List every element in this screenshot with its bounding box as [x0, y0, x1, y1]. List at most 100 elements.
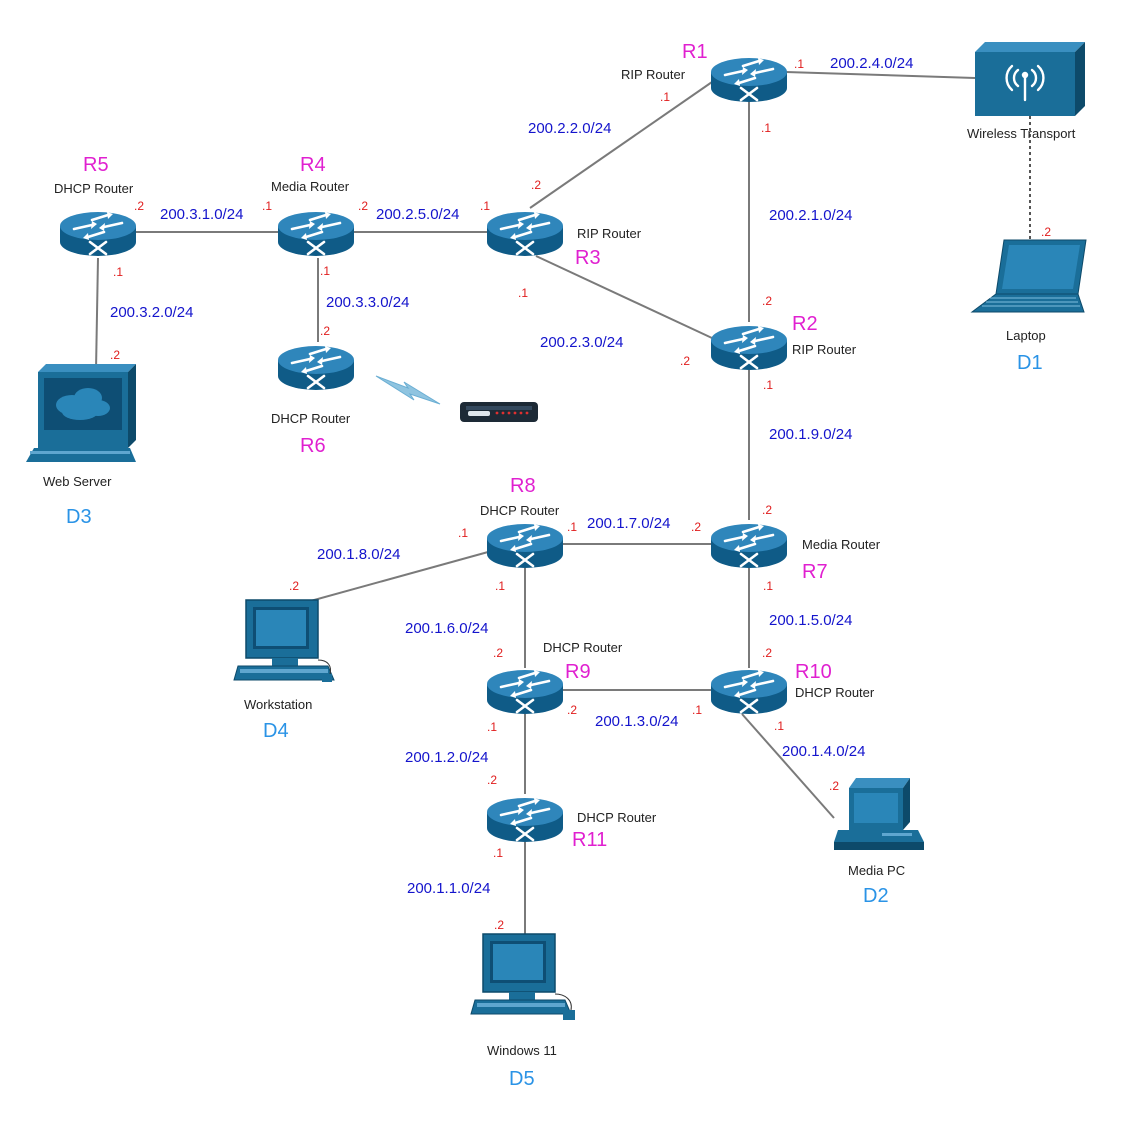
interface-label: .2 — [320, 324, 330, 338]
router-r7-role: Media Router — [802, 537, 881, 552]
device-d4-label: Workstation — [244, 697, 312, 712]
router-icon — [709, 324, 789, 372]
router-r11-name: R11 — [572, 829, 607, 851]
router-r2[interactable] — [709, 324, 789, 372]
device-d2-label: Media PC — [848, 863, 905, 878]
interface-label: .1 — [763, 579, 773, 593]
router-icon — [58, 210, 138, 258]
modem-icon[interactable] — [460, 402, 538, 422]
interface-label: .1 — [493, 846, 503, 860]
router-r4-name: R4 — [300, 154, 326, 176]
interface-label: .2 — [487, 773, 497, 787]
interface-label: .2 — [110, 348, 120, 362]
router-r6-role: DHCP Router — [271, 411, 351, 426]
router-icon — [485, 668, 565, 716]
interface-label: .2 — [567, 703, 577, 717]
router-icon — [485, 210, 565, 258]
network-label: 200.1.1.0/24 — [407, 880, 490, 897]
router-r9-name: R9 — [565, 661, 591, 683]
router-r3-role: RIP Router — [577, 226, 642, 241]
router-r7-name: R7 — [802, 561, 828, 583]
device-d5-windows-11[interactable] — [470, 933, 575, 1020]
router-r10-role: DHCP Router — [795, 685, 875, 700]
network-label: 200.1.2.0/24 — [405, 749, 488, 766]
device-d3-label: Web Server — [43, 474, 112, 489]
network-label: 200.2.1.0/24 — [769, 207, 852, 224]
link-r5-d3 — [95, 257, 99, 371]
network-label: 200.1.6.0/24 — [405, 620, 488, 637]
device-d4-workstation[interactable] — [233, 599, 335, 682]
router-r4[interactable] — [276, 210, 356, 258]
device-d3-name: D3 — [66, 506, 92, 528]
router-r9[interactable] — [485, 668, 565, 716]
interface-label: .2 — [358, 199, 368, 213]
interface-label: .1 — [487, 720, 497, 734]
network-label: 200.2.5.0/24 — [376, 206, 459, 223]
router-r11[interactable] — [485, 796, 565, 844]
link-r8-d4 — [295, 551, 489, 606]
router-r8[interactable] — [485, 522, 565, 570]
router-r1-name: R1 — [682, 41, 708, 63]
router-r6-name: R6 — [300, 435, 326, 457]
router-icon — [709, 668, 789, 716]
router-r6[interactable] — [276, 344, 356, 392]
interface-label: .1 — [774, 719, 784, 733]
network-label: 200.1.9.0/24 — [769, 426, 852, 443]
interface-label: .2 — [691, 520, 701, 534]
network-label: 200.1.4.0/24 — [782, 743, 865, 760]
router-r10[interactable] — [709, 668, 789, 716]
interface-label: .2 — [494, 918, 504, 932]
computer-icon — [470, 933, 572, 1015]
interface-label: .2 — [762, 503, 772, 517]
router-icon — [709, 522, 789, 570]
network-label: 200.3.3.0/24 — [326, 294, 409, 311]
interface-label: .1 — [495, 579, 505, 593]
network-label: 200.1.5.0/24 — [769, 612, 852, 629]
network-label: 200.3.1.0/24 — [160, 206, 243, 223]
interface-label: .1 — [262, 199, 272, 213]
router-r5[interactable] — [58, 210, 138, 258]
router-icon — [276, 344, 356, 392]
interface-label: .2 — [493, 646, 503, 660]
router-r2-name: R2 — [792, 313, 818, 335]
router-r1[interactable] — [709, 56, 789, 104]
links — [95, 71, 1031, 936]
link-r3-r2 — [535, 255, 713, 339]
router-r4-role: Media Router — [271, 179, 350, 194]
wireless-transport[interactable] — [975, 42, 1085, 116]
network-label: 200.1.3.0/24 — [595, 713, 678, 730]
lightning-icon — [375, 375, 441, 405]
device-d5-label: Windows 11 — [487, 1043, 557, 1058]
router-r8-name: R8 — [510, 475, 536, 497]
router-r2-role: RIP Router — [792, 342, 857, 357]
link-r1-r3 — [529, 81, 713, 209]
interface-label: .2 — [829, 779, 839, 793]
network-label: 200.2.3.0/24 — [540, 334, 623, 351]
interface-label: .1 — [660, 90, 670, 104]
router-r8-role: DHCP Router — [480, 503, 560, 518]
router-r10-name: R10 — [795, 661, 832, 683]
interface-labels: .1 .2 .1 .2 .1 .2 .2 .1 .2 .1 .1 .2 .1 .… — [110, 57, 1051, 932]
interface-label: .1 — [458, 526, 468, 540]
router-icon — [276, 210, 356, 258]
router-icon — [485, 796, 565, 844]
router-r3[interactable] — [485, 210, 565, 258]
interface-label: .2 — [680, 354, 690, 368]
device-d4-name: D4 — [263, 720, 289, 742]
interface-label: .1 — [761, 121, 771, 135]
device-d2-media-pc[interactable] — [834, 778, 924, 850]
router-r1-role: RIP Router — [621, 67, 686, 82]
device-d5-name: D5 — [509, 1068, 535, 1090]
network-label: 200.2.2.0/24 — [528, 120, 611, 137]
device-d3-web-server[interactable] — [26, 364, 136, 462]
interface-label: .2 — [289, 579, 299, 593]
router-r7[interactable] — [709, 522, 789, 570]
device-d1-laptop[interactable] — [970, 239, 1087, 313]
interface-label: .1 — [320, 264, 330, 278]
router-r11-role: DHCP Router — [577, 810, 657, 825]
device-d1-label: Laptop — [1006, 328, 1046, 343]
router-r5-role: DHCP Router — [54, 181, 134, 196]
router-r3-name: R3 — [575, 247, 601, 269]
interface-label: .1 — [794, 57, 804, 71]
